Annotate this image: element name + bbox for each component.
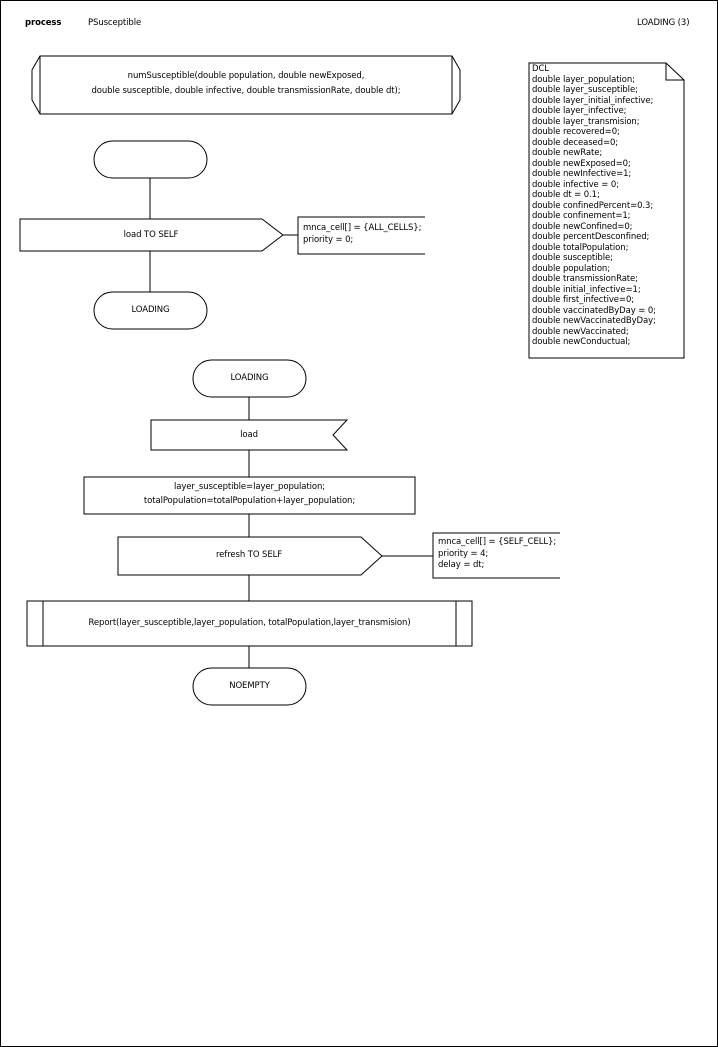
output-refresh-note-line: priority = 4; xyxy=(438,548,489,559)
dcl-box[interactable] xyxy=(528,62,685,359)
process-name: PSusceptible xyxy=(88,18,142,28)
dcl-line: double deceased=0; xyxy=(532,137,619,148)
output-refresh-label: refresh TO SELF xyxy=(215,550,283,560)
start-symbol[interactable] xyxy=(93,140,208,179)
procedure-signature-line-1: numSusceptible(double population, double… xyxy=(127,71,365,81)
dcl-line: double totalPopulation; xyxy=(532,242,629,253)
procedure-call-label: Report(layer_susceptible,layer_populatio… xyxy=(88,618,411,628)
dcl-line: double newRate; xyxy=(532,148,603,158)
dcl-line: double initial_infective=1; xyxy=(532,284,641,295)
dcl-line: double layer_initial_infective; xyxy=(532,95,654,106)
dcl-line: double recovered=0; xyxy=(532,127,620,137)
dcl-line: double newConductual; xyxy=(532,337,631,347)
dcl-line: double vaccinatedByDay = 0; xyxy=(532,305,656,316)
state-noempty-label: NOEMPTY xyxy=(229,681,270,691)
output-refresh-note-bracket xyxy=(432,532,560,579)
state-loading-label-2: LOADING xyxy=(230,373,269,383)
state-noempty-symbol[interactable] xyxy=(192,667,307,706)
state-loading-symbol-1[interactable] xyxy=(93,291,208,330)
dcl-line: double layer_infective; xyxy=(532,106,627,116)
dcl-line: double layer_transmision; xyxy=(532,116,640,127)
process-keyword: process xyxy=(25,18,62,28)
output-refresh-symbol[interactable] xyxy=(117,536,383,576)
dcl-line: double confinement=1; xyxy=(532,211,631,221)
dcl-line: double transmissionRate; xyxy=(532,274,638,284)
output-load-note-bracket xyxy=(297,216,425,255)
output-load-note: mnca_cell[] = {ALL_CELLS}; priority = 0; xyxy=(303,223,421,246)
output-load-symbol[interactable] xyxy=(19,218,284,252)
procedure-box[interactable] xyxy=(31,55,461,115)
output-load-label: load TO SELF xyxy=(123,230,179,240)
dcl-line: double newConfined=0; xyxy=(532,221,633,232)
dcl-text: DCL double layer_population; double laye… xyxy=(532,64,656,348)
dcl-line: double layer_susceptible; xyxy=(532,85,638,95)
dcl-line: double newVaccinated; xyxy=(532,326,629,337)
output-load-note-line: mnca_cell[] = {ALL_CELLS}; xyxy=(303,223,422,233)
page-label: LOADING (3) xyxy=(637,18,690,28)
dcl-fold xyxy=(665,63,684,81)
dcl-line: double susceptible; xyxy=(532,253,613,263)
dcl-line: double newVaccinatedByDay; xyxy=(532,316,656,326)
dcl-line: double confinedPercent=0.3; xyxy=(532,200,654,211)
dcl-line: double newInfective=1; xyxy=(532,169,632,179)
dcl-line: double population; xyxy=(532,263,610,274)
output-refresh-note: mnca_cell[] = {SELF_CELL}; priority = 4;… xyxy=(438,537,556,572)
dcl-line: double layer_population; xyxy=(532,74,635,85)
task-line-2: totalPopulation=totalPopulation+layer_po… xyxy=(143,496,356,506)
procedure-signature-line-2: double susceptible, double infective, do… xyxy=(91,86,401,96)
dcl-line: double first_infective=0; xyxy=(532,295,635,305)
output-load-note-line: priority = 0; xyxy=(303,234,354,245)
input-load-label: load xyxy=(240,430,258,440)
task-line-1: layer_susceptible=layer_population; xyxy=(173,482,326,492)
dcl-line: double infective = 0; xyxy=(532,179,619,190)
dcl-line: double newExposed=0; xyxy=(532,158,631,169)
input-load-symbol[interactable] xyxy=(150,419,349,451)
dcl-line: double percentDesconfined; xyxy=(532,232,650,242)
dcl-title: DCL xyxy=(532,64,549,74)
output-refresh-note-line: delay = dt; xyxy=(438,560,485,570)
state-loading-label-1: LOADING xyxy=(131,305,170,315)
dcl-line: double dt = 0.1; xyxy=(532,190,600,200)
output-refresh-note-line: mnca_cell[] = {SELF_CELL}; xyxy=(438,537,557,547)
